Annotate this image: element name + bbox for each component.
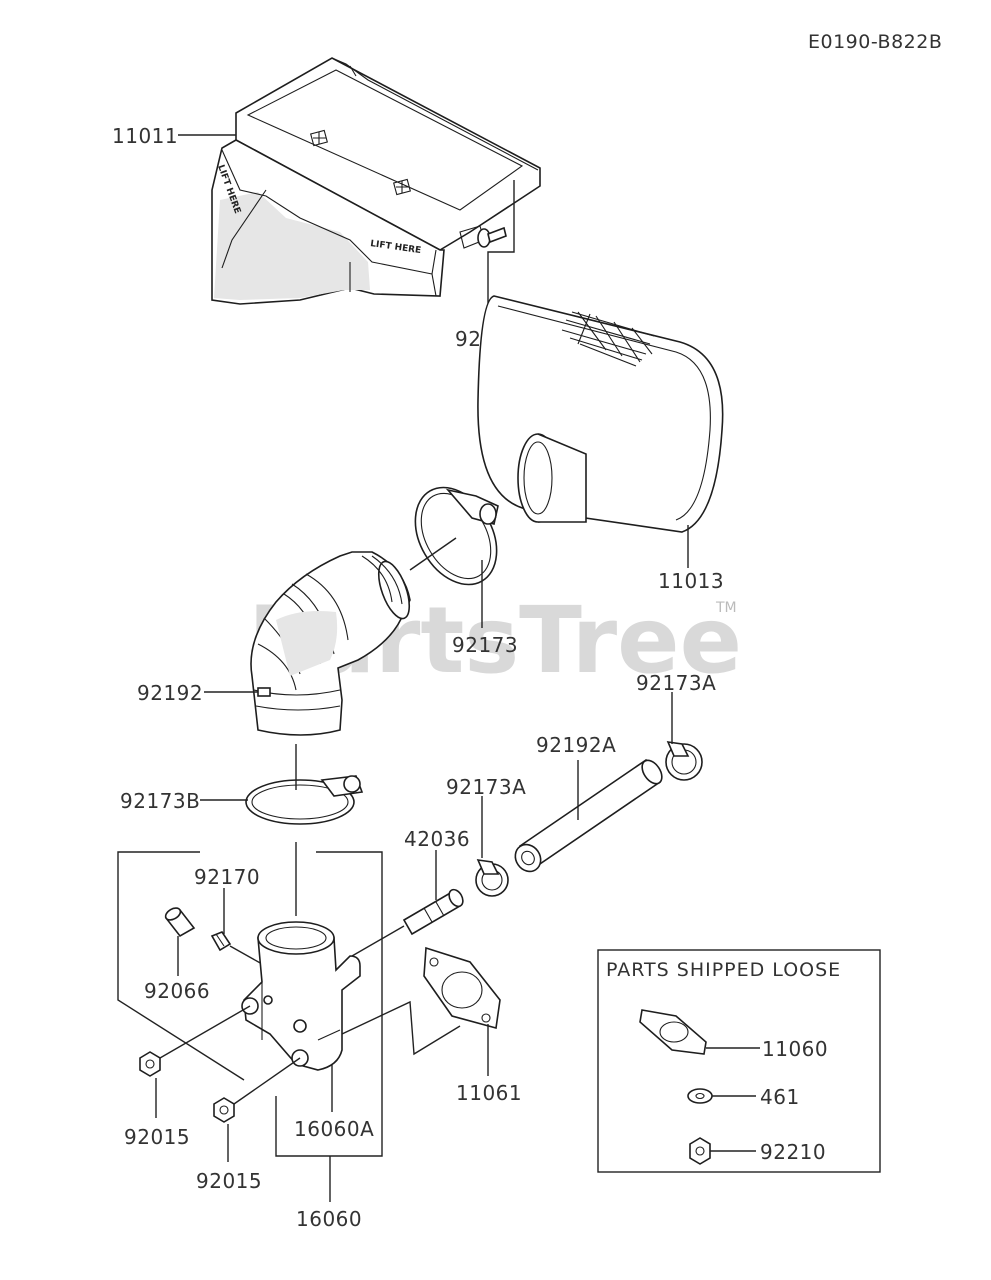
label-92015-right[interactable]: 92015 xyxy=(196,1169,262,1193)
label-92192A[interactable]: 92192A xyxy=(536,733,616,757)
label-92173B[interactable]: 92173B xyxy=(120,789,200,813)
label-11061[interactable]: 11061 xyxy=(456,1081,522,1105)
leader-92015-left-link xyxy=(159,1005,251,1059)
label-16060[interactable]: 16060 xyxy=(296,1207,362,1231)
bracket-right xyxy=(316,851,383,1000)
leader-92009 xyxy=(487,180,515,312)
bracket-bottom xyxy=(275,1000,383,1157)
cap-92066[interactable] xyxy=(164,906,196,938)
leader-92170-link xyxy=(229,945,263,965)
hose-clamp-92173[interactable] xyxy=(399,473,513,599)
label-92015-left[interactable]: 92015 xyxy=(124,1125,190,1149)
pipe-fitting-42036[interactable] xyxy=(402,887,466,936)
hose-clamp-92173A-upper[interactable] xyxy=(665,741,703,781)
nut-92015-left[interactable] xyxy=(139,1051,161,1077)
air-cleaner-cover-11011[interactable]: LIFT HERE LIFT HERE xyxy=(211,57,541,305)
gasket-11061[interactable] xyxy=(423,946,501,1030)
air-filter-element-11013[interactable] xyxy=(477,295,724,533)
hose-clamp-92173A-lower[interactable] xyxy=(475,859,509,897)
breather-hose-92192A[interactable] xyxy=(510,757,666,877)
nut-92015-right[interactable] xyxy=(213,1097,235,1123)
parts-loose-box xyxy=(597,949,881,1173)
gasket-11060[interactable] xyxy=(639,1009,707,1055)
label-92173[interactable]: 92173 xyxy=(452,633,518,657)
label-92210[interactable]: 92210 xyxy=(760,1140,826,1164)
label-16060A[interactable]: 16060A xyxy=(294,1117,374,1141)
screw-92009[interactable] xyxy=(477,226,507,248)
nut-92210[interactable] xyxy=(689,1137,711,1165)
label-461[interactable]: 461 xyxy=(760,1085,800,1109)
label-92173A-upper[interactable]: 92173A xyxy=(636,671,716,695)
bracket-left xyxy=(117,851,245,1081)
leader-92173-a xyxy=(409,537,457,571)
label-42036[interactable]: 42036 xyxy=(404,827,470,851)
label-92192[interactable]: 92192 xyxy=(137,681,203,705)
label-11011[interactable]: 11011 xyxy=(112,124,178,148)
leader-92015-right-link xyxy=(233,1057,301,1105)
label-11060[interactable]: 11060 xyxy=(762,1037,828,1061)
leader-11061-link xyxy=(341,1000,461,1056)
washer-461[interactable] xyxy=(687,1088,713,1104)
leader-42036-link xyxy=(351,925,405,957)
label-92066[interactable]: 92066 xyxy=(144,979,210,1003)
label-11013[interactable]: 11013 xyxy=(658,569,724,593)
label-92170[interactable]: 92170 xyxy=(194,865,260,889)
label-92173A-lower[interactable]: 92173A xyxy=(446,775,526,799)
parts-loose-title: PARTS SHIPPED LOOSE xyxy=(606,959,841,981)
elbow-hose-92192[interactable] xyxy=(250,551,416,736)
watermark-trademark: TM xyxy=(715,600,737,616)
diagram-code: E0190-B822B xyxy=(808,31,942,53)
hose-clamp-92173B[interactable] xyxy=(245,775,364,825)
intake-pipe-16060A[interactable] xyxy=(241,921,361,1071)
clip-92170[interactable] xyxy=(210,931,232,952)
